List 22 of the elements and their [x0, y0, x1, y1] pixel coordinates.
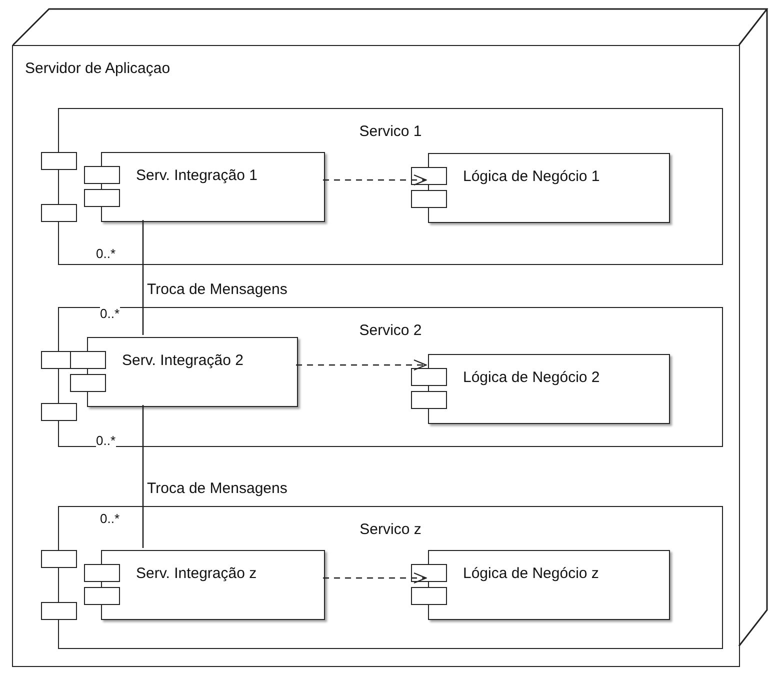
server-node	[12, 45, 740, 667]
dependency-arrow	[323, 174, 427, 186]
component-name: Lógica de Negócio z	[463, 564, 599, 584]
service-title: Servico z	[358, 520, 422, 540]
component-name: Serv. Integração 2	[122, 351, 244, 371]
edge-label: Troca de Mensagens	[147, 282, 288, 297]
dependency-arrow	[323, 572, 427, 584]
node-title: Servidor de Aplicaçao	[25, 59, 170, 79]
connector-line	[142, 220, 144, 335]
service-title: Servico 1	[358, 122, 423, 142]
connector-line	[142, 405, 144, 548]
component-name: Lógica de Negócio 2	[463, 368, 600, 388]
dependency-arrow	[296, 359, 427, 371]
component-name: Serv. Integração 1	[136, 166, 258, 186]
service-title: Servico 2	[358, 321, 423, 341]
multiplicity-label: 0..*	[96, 434, 116, 447]
multiplicity-label: 0..*	[96, 247, 116, 260]
edge-label: Troca de Mensagens	[147, 481, 288, 496]
multiplicity-label: 0..*	[100, 512, 120, 525]
component-name: Serv. Integração z	[136, 564, 257, 584]
component-name: Lógica de Negócio 1	[463, 167, 600, 187]
multiplicity-label: 0..*	[100, 307, 120, 320]
